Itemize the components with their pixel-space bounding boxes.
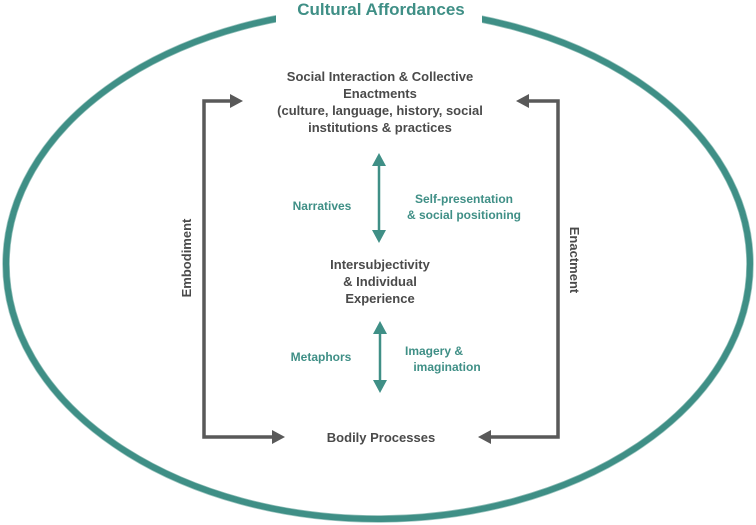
side-label-embodiment: Embodiment: [179, 218, 194, 297]
embodiment-bracket: [202, 94, 285, 444]
node-bodily-processes: Bodily Processes: [327, 430, 435, 445]
node-social-interaction-line2: Enactments: [343, 86, 417, 101]
label-narratives: Narratives: [293, 199, 352, 213]
embodiment-arrow-bottom-head: [272, 430, 285, 444]
enactment-arrow-top-head: [516, 94, 529, 108]
enactment-bracket: [478, 94, 560, 444]
node-social-interaction-line1: Social Interaction & Collective: [287, 69, 473, 84]
side-label-enactment: Enactment: [567, 227, 582, 294]
node-social-interaction-line4: institutions & practices: [308, 120, 452, 135]
node-intersubjectivity-line1: Intersubjectivity: [330, 257, 430, 272]
double-arrow-upper: [372, 153, 386, 243]
node-social-interaction-line3: (culture, language, history, social: [277, 103, 483, 118]
label-imagery-line1: Imagery &: [405, 344, 463, 358]
enactment-arrow-bottom-head: [478, 430, 491, 444]
label-self-presentation-line1: Self-presentation: [415, 192, 513, 206]
label-imagery-line2: imagination: [413, 360, 480, 374]
node-social-interaction: Social Interaction & Collective Enactmen…: [277, 69, 483, 135]
title-gap: [276, 0, 482, 24]
label-metaphors: Metaphors: [291, 350, 352, 364]
label-self-presentation-line2: & social positioning: [407, 208, 521, 222]
double-arrow-lower: [373, 321, 387, 393]
embodiment-arrow-top-head: [230, 94, 243, 108]
node-intersubjectivity-line2: & Individual: [343, 274, 417, 289]
node-intersubjectivity: Intersubjectivity & Individual Experienc…: [330, 257, 430, 306]
node-intersubjectivity-line3: Experience: [345, 291, 414, 306]
diagram-title: Cultural Affordances: [297, 0, 465, 19]
